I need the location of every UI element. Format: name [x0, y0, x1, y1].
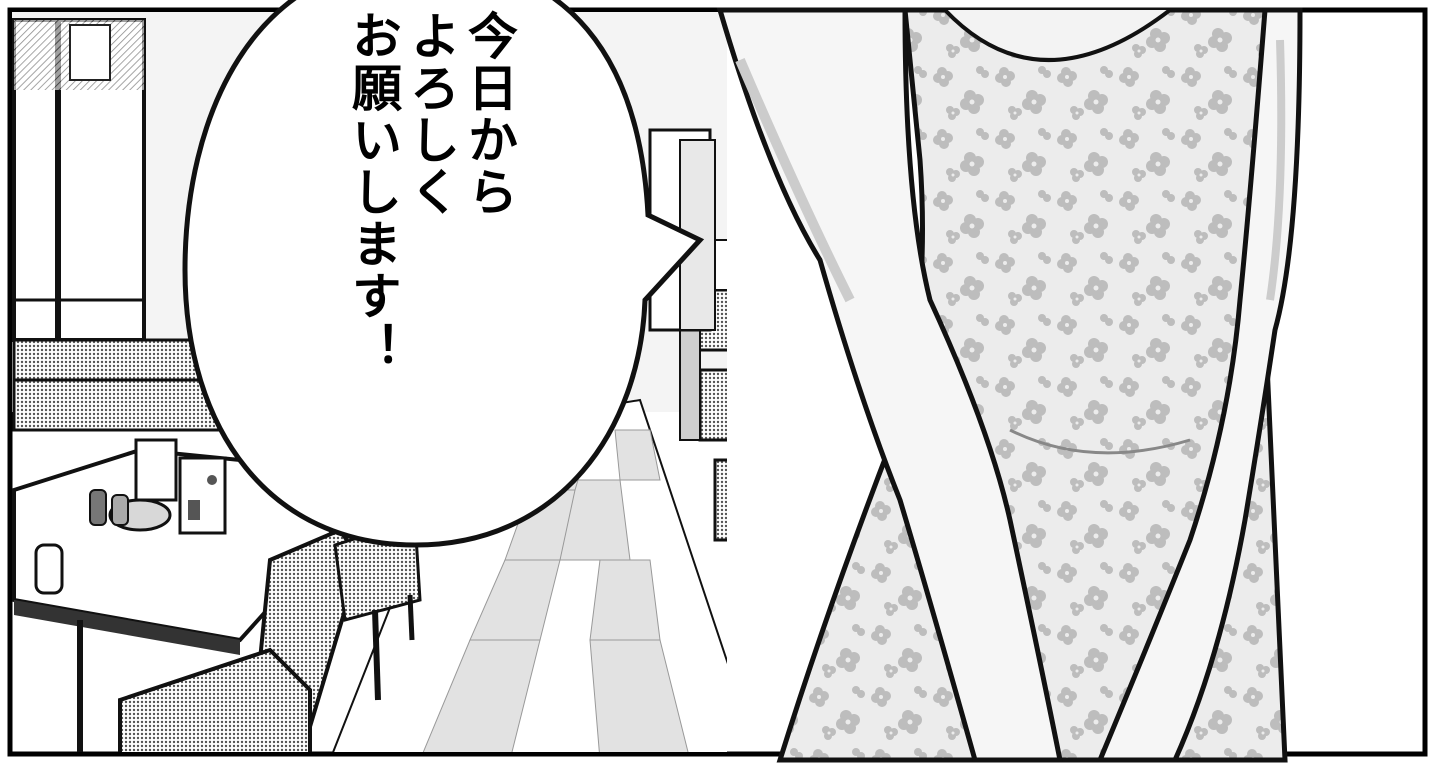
menu-stand-icon: [178, 456, 227, 535]
woman-in-floral-dress: [716, 7, 1303, 763]
window-icon: [12, 18, 146, 342]
condiment-set-icon: [34, 438, 178, 595]
speech-bubble: [182, 0, 705, 548]
chair-icon: [118, 517, 422, 752]
checkered-floor-icon: [332, 398, 727, 752]
speech-bubble-text: 今日から よろしく お願いします！: [344, 10, 518, 374]
